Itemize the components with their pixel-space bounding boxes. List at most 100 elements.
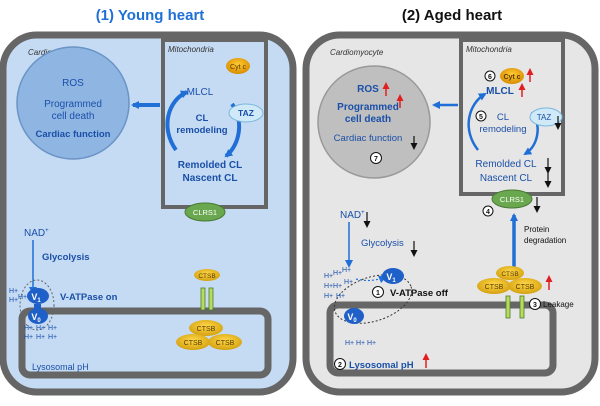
nad-young: NAD+ <box>24 228 49 239</box>
pcd2-aged: cell death <box>345 114 391 125</box>
marker-3-label: 3 <box>533 302 537 309</box>
cardiomyocyte-label-aged: Cardiomyocyte <box>330 48 384 57</box>
proton: H+ <box>36 334 45 341</box>
proton: H+ <box>324 283 333 290</box>
ros-aged: ROS <box>357 84 379 95</box>
channel-aged <box>519 295 525 319</box>
cytc-aged <box>500 68 524 84</box>
cytc-label-young: Cyt c <box>230 64 246 71</box>
proton: H+ <box>324 273 333 280</box>
proton: H+ <box>344 279 353 286</box>
proton: H+ <box>36 325 45 332</box>
taz-aged <box>529 107 563 127</box>
cardiac-aged: Cardiac function <box>334 133 403 144</box>
proton: H+ <box>48 325 57 332</box>
ctsb-label: CTSB <box>485 284 504 291</box>
taz-label-young: TAZ <box>238 108 254 118</box>
proton: H+ <box>356 340 365 347</box>
nad-aged: NAD+ <box>340 210 365 221</box>
mitochondria-label-aged: Mitochondria <box>466 45 512 54</box>
v0-label-aged: V0 <box>347 312 357 324</box>
proton: H+ <box>336 293 345 300</box>
proton: H+ <box>48 334 57 341</box>
pcd2-young: cell death <box>52 111 95 122</box>
proton: H+ <box>333 283 342 290</box>
ctsb-young <box>189 320 223 336</box>
cl-aged: CL <box>497 112 509 123</box>
marker-2 <box>334 358 346 370</box>
clrs1-aged <box>491 189 533 209</box>
marker-1-label: 1 <box>376 290 380 297</box>
panel-title-aged: (2) Aged heart <box>402 7 502 24</box>
marker-4 <box>482 205 494 217</box>
clrs1-young <box>184 202 226 222</box>
lysosomal-ph-young: Lysosomal pH <box>32 362 89 372</box>
v1-label-young: V1 <box>31 292 41 304</box>
nascent-cl-aged: Nascent CL <box>480 173 533 184</box>
remodeling-aged: remodeling <box>480 124 527 135</box>
nascent-cl-young: Nascent CL <box>182 173 237 184</box>
marker-7 <box>370 152 382 164</box>
ctsb-label: CTSB <box>198 273 215 280</box>
marker-1 <box>372 286 384 298</box>
cycle-arrow-left-young <box>165 90 189 152</box>
pcd1-aged: Programmed <box>337 102 399 113</box>
ctsb-aged <box>496 266 524 280</box>
proton: H+ <box>9 288 18 295</box>
cl-young: CL <box>196 113 209 124</box>
proton: H+ <box>24 325 33 332</box>
marker-3 <box>529 298 541 310</box>
vatpase-label-young: V-ATPase on <box>60 292 118 303</box>
clrs1-label-aged: CLRS1 <box>500 195 524 204</box>
outcome-circle-young <box>16 46 130 160</box>
marker-5-label: 5 <box>479 114 483 121</box>
proton: H+ <box>367 340 376 347</box>
marker-5 <box>475 110 487 122</box>
ctsb-label: CTSB <box>501 271 518 278</box>
cardiac-young: Cardiac function <box>36 129 111 140</box>
cytc-label-aged: Cyt c <box>503 74 520 81</box>
marker-2-label: 2 <box>338 362 342 369</box>
cytc-young <box>226 58 250 74</box>
leakage-label: Leakage <box>543 300 574 309</box>
v1-dissociation-arrow <box>355 275 387 284</box>
channel-young <box>200 287 206 311</box>
marker-6 <box>484 70 496 82</box>
lysosome-aged <box>326 301 557 377</box>
stalk-young <box>34 304 41 309</box>
proton: H+ <box>18 294 27 301</box>
marker-7-label: 7 <box>374 156 378 163</box>
vatpase-label-aged: V-ATPase off <box>390 288 449 299</box>
remolded-cl-aged: Remolded CL <box>475 159 537 170</box>
remodeling-young: remodeling <box>176 125 227 136</box>
vatpase-outline-aged <box>333 274 413 324</box>
channel-young <box>208 287 214 311</box>
vatpase-outline-young <box>19 279 55 331</box>
ctsb-top-young <box>194 269 220 281</box>
v1-aged <box>382 268 404 284</box>
proton: H+ <box>342 267 351 274</box>
proton: H+ <box>24 334 33 341</box>
v0-young <box>28 308 48 324</box>
panel-aged: (2) Aged heart Cardiomyocyte Mitochondri… <box>302 7 599 396</box>
glycolysis-aged: Glycolysis <box>361 238 404 249</box>
v1-young <box>27 288 49 304</box>
proton: H+ <box>324 293 333 300</box>
remolded-cl-young: Remolded CL <box>178 160 242 171</box>
protons-young: H+ H+ H+ H+ H+ H+ H+ H+ H+ <box>9 288 57 341</box>
ctsb-aged <box>508 278 542 294</box>
cycle-arrow-left-aged <box>467 92 487 151</box>
proton: H+ <box>333 270 342 277</box>
channel-aged <box>505 295 511 319</box>
marker-4-label: 4 <box>486 209 490 216</box>
taz-label-aged: TAZ <box>537 113 552 122</box>
clrs1-label-young: CLRS1 <box>193 208 217 217</box>
v0-aged <box>344 308 364 324</box>
ctsb-young <box>208 334 242 350</box>
pcd1-young: Programmed <box>44 99 102 110</box>
mlcl-young: MLCL <box>187 87 214 98</box>
degradation-label: degradation <box>524 236 566 245</box>
glycolysis-young: Glycolysis <box>42 252 90 263</box>
